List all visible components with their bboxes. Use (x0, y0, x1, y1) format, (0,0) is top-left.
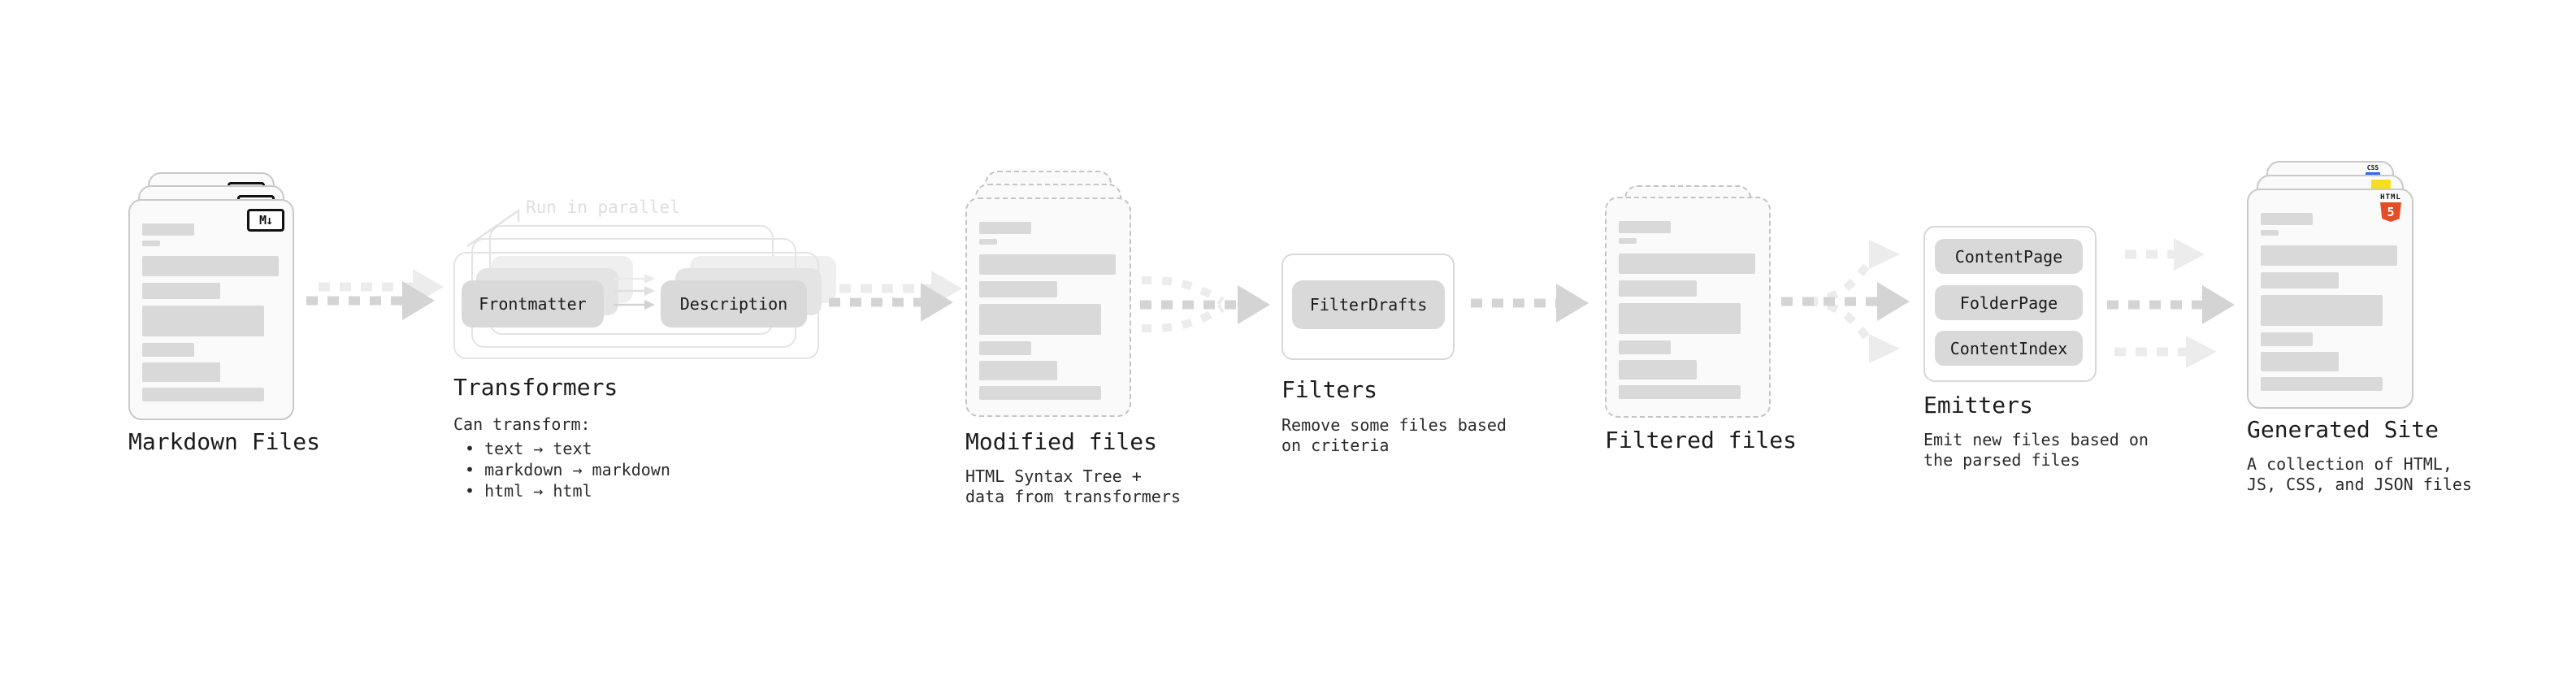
js-icon (2371, 180, 2391, 189)
description-pill: Description (661, 280, 807, 327)
filtered-files-label: Filtered files (1605, 427, 1798, 453)
contentindex-pill: ContentIndex (1935, 331, 2083, 366)
transformers-bullet-3: • html → html (465, 481, 592, 501)
arrow-filtered-to-emitters (1781, 240, 1910, 363)
arrow-modified-to-filters (1140, 275, 1270, 333)
generated-site-desc-1: A collection of HTML, (2247, 454, 2452, 474)
modified-files-desc-2: data from transformers (965, 487, 1181, 506)
transformer-card-front (453, 252, 819, 359)
arrow-markdown-to-transformers (306, 269, 444, 320)
emitters-label: Emitters (1923, 392, 2033, 419)
emitters-desc-1: Emit new files based on (1923, 430, 2149, 449)
filtered-file-front (1605, 197, 1771, 418)
transformers-label: Transformers (453, 374, 618, 401)
arrow-transformers-to-modified (829, 271, 962, 322)
generated-site-desc-2: JS, CSS, and JSON files (2247, 475, 2472, 494)
contentpage-pill: ContentPage (1935, 239, 2083, 274)
doc-placeholder-lines (1619, 221, 1755, 399)
markdown-files-label: Markdown Files (128, 428, 321, 455)
frontmatter-pill: Frontmatter (462, 280, 604, 327)
transformers-desc-title: Can transform: (453, 414, 591, 434)
filters-label: Filters (1281, 376, 1378, 403)
modified-files-desc-1: HTML Syntax Tree + (965, 466, 1142, 486)
transformers-bullet-1: • text → text (465, 439, 592, 458)
transformers-bullet-2: • markdown → markdown (465, 460, 670, 479)
arrow-emitters-to-generated (2107, 238, 2235, 368)
markdown-icon: M↓ (247, 209, 284, 232)
filters-desc-1: Remove some files based (1281, 415, 1507, 435)
modified-file-front (965, 197, 1131, 417)
folderpage-pill: FolderPage (1935, 285, 2083, 320)
modified-files-label: Modified files (965, 428, 1158, 455)
css-icon: CSS (2365, 165, 2381, 176)
doc-placeholder-lines (979, 222, 1116, 400)
filters-desc-2: on criteria (1281, 436, 1390, 455)
html5-icon: HTML 5 (2379, 194, 2403, 222)
filterdrafts-pill: FilterDrafts (1292, 280, 1445, 329)
emitters-desc-2: the parsed files (1923, 450, 2080, 470)
generated-file-html: HTML 5 (2247, 189, 2413, 409)
doc-placeholder-lines (142, 223, 279, 401)
run-in-parallel-annotation: Run in parallel (526, 197, 680, 217)
markdown-file-front: M↓ (128, 199, 294, 420)
arrow-filters-to-filtered (1471, 284, 1589, 323)
doc-placeholder-lines (2261, 213, 2397, 391)
css-icon-bar (2366, 172, 2380, 176)
generated-site-label: Generated Site (2247, 416, 2439, 443)
